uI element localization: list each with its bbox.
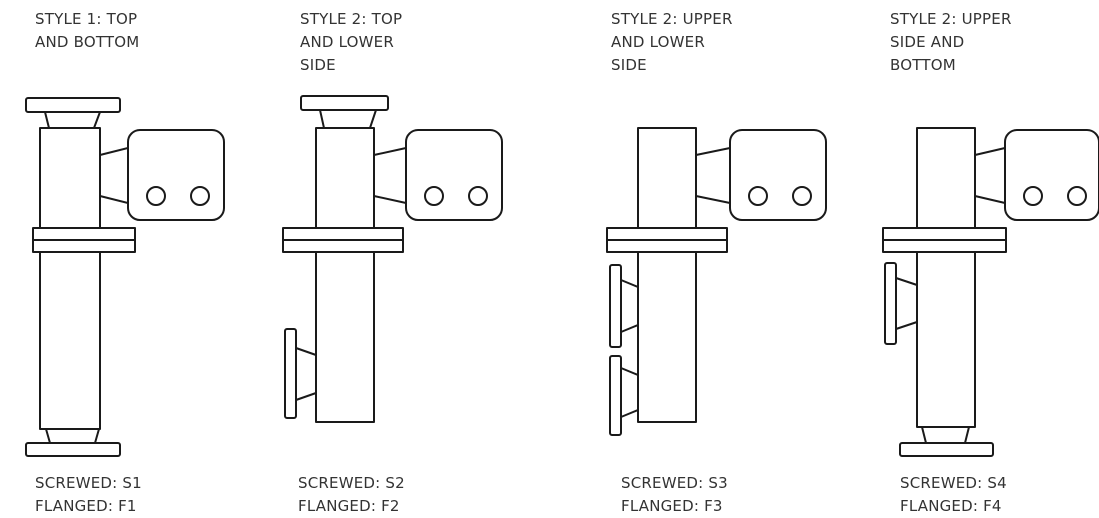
side-connection xyxy=(296,348,316,400)
top-connection xyxy=(320,110,376,128)
indicator-light xyxy=(1024,187,1042,205)
title-line: AND LOWER xyxy=(611,33,705,51)
mid-flange xyxy=(283,228,403,240)
gauge-style-3 xyxy=(607,128,826,435)
lower-side-connection xyxy=(621,368,638,417)
indicator-light xyxy=(1068,187,1086,205)
indicator-light xyxy=(425,187,443,205)
side-flange xyxy=(885,263,896,344)
switch-housing xyxy=(730,130,826,220)
lower-chamber xyxy=(40,252,100,429)
side-flange xyxy=(285,329,296,418)
style-2-codes: SCREWED: S2 FLANGED: F2 xyxy=(298,472,405,518)
flanged-code: FLANGED: F1 xyxy=(35,497,137,515)
indicator-light xyxy=(793,187,811,205)
switch-housing xyxy=(128,130,224,220)
style-3-codes: SCREWED: S3 FLANGED: F3 xyxy=(621,472,728,518)
style-2-upper-lower-title: STYLE 2: UPPER AND LOWER SIDE xyxy=(611,8,733,77)
top-flange xyxy=(301,96,388,110)
lower-side-flange xyxy=(610,356,621,435)
title-line: SIDE xyxy=(611,56,647,74)
title-line: STYLE 2: UPPER xyxy=(611,10,733,28)
bottom-flange xyxy=(900,443,993,456)
gauge-style-1 xyxy=(26,98,224,456)
switch-arm xyxy=(374,148,406,203)
mid-flange xyxy=(607,228,727,240)
screwed-code: SCREWED: S4 xyxy=(900,474,1007,492)
switch-arm xyxy=(696,148,730,203)
lower-chamber xyxy=(316,252,374,422)
screwed-code: SCREWED: S2 xyxy=(298,474,405,492)
top-flange xyxy=(26,98,120,112)
lower-chamber xyxy=(917,252,975,427)
indicator-light xyxy=(191,187,209,205)
bottom-connection xyxy=(46,429,99,443)
side-connection xyxy=(896,278,917,329)
style-1-title: STYLE 1: TOP AND BOTTOM xyxy=(35,8,139,54)
upper-side-flange xyxy=(610,265,621,347)
screwed-code: SCREWED: S3 xyxy=(621,474,728,492)
mid-flange xyxy=(33,240,135,252)
switch-housing xyxy=(406,130,502,220)
switch-arm xyxy=(975,148,1005,203)
lower-chamber xyxy=(638,252,696,422)
flanged-code: FLANGED: F2 xyxy=(298,497,400,515)
mid-flange xyxy=(883,240,1006,252)
title-line: SIDE xyxy=(300,56,336,74)
style-2-top-lower-title: STYLE 2: TOP AND LOWER SIDE xyxy=(300,8,402,77)
upper-chamber xyxy=(40,128,100,228)
upper-chamber xyxy=(316,128,374,228)
indicator-light xyxy=(469,187,487,205)
mid-flange xyxy=(33,228,135,240)
title-line: STYLE 1: TOP xyxy=(35,10,138,28)
title-line: STYLE 2: UPPER xyxy=(890,10,1012,28)
switch-housing xyxy=(1005,130,1099,220)
flanged-code: FLANGED: F3 xyxy=(621,497,723,515)
title-line: AND LOWER xyxy=(300,33,394,51)
switch-arm xyxy=(100,148,128,203)
flanged-code: FLANGED: F4 xyxy=(900,497,1002,515)
gauge-style-2 xyxy=(283,96,502,422)
title-line: BOTTOM xyxy=(890,56,956,74)
chamber-top xyxy=(917,128,975,228)
chamber-top xyxy=(638,128,696,228)
title-line: AND BOTTOM xyxy=(35,33,140,51)
style-4-codes: SCREWED: S4 FLANGED: F4 xyxy=(900,472,1007,518)
screwed-code: SCREWED: S1 xyxy=(35,474,142,492)
upper-side-connection xyxy=(621,280,638,332)
top-connection xyxy=(45,112,100,128)
mid-flange xyxy=(607,240,727,252)
style-2-upper-bottom-title: STYLE 2: UPPER SIDE AND BOTTOM xyxy=(890,8,1012,77)
mid-flange xyxy=(883,228,1006,240)
bottom-connection xyxy=(922,427,969,443)
indicator-light xyxy=(147,187,165,205)
gauge-style-4 xyxy=(883,128,1099,456)
indicator-light xyxy=(749,187,767,205)
mid-flange xyxy=(283,240,403,252)
style-1-codes: SCREWED: S1 FLANGED: F1 xyxy=(35,472,142,518)
bottom-flange xyxy=(26,443,120,456)
title-line: STYLE 2: TOP xyxy=(300,10,403,28)
title-line: SIDE AND xyxy=(890,33,965,51)
